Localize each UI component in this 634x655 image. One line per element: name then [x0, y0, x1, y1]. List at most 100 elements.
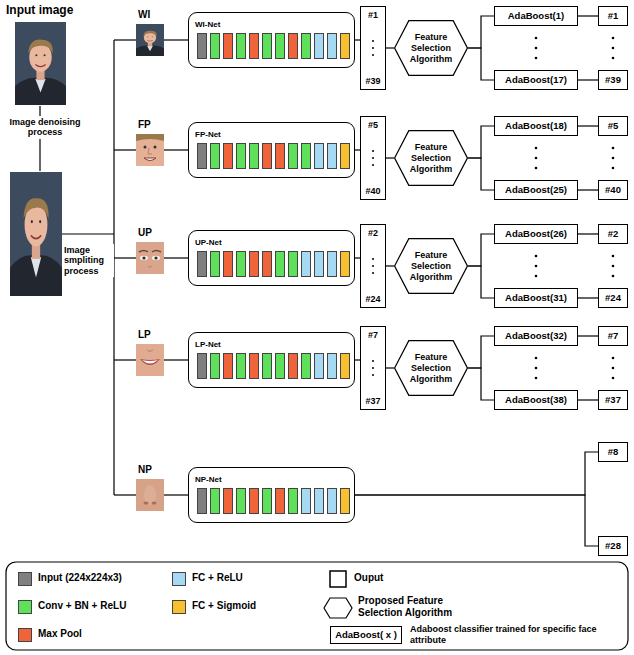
hexagon-outline: [395, 341, 468, 396]
layer-block: [210, 488, 220, 514]
ellipsis-dots: [612, 157, 615, 160]
ellipsis-dots: [535, 265, 538, 268]
classifier-label: AdaBoost( x ): [335, 630, 397, 641]
connector-line: [578, 233, 598, 234]
dot: [372, 164, 374, 166]
output-number: #1: [368, 10, 378, 20]
layer-block: [340, 353, 350, 379]
legend-swatch: [18, 628, 32, 642]
output-number: #2: [368, 228, 378, 238]
classifier-label: AdaBoost(26): [505, 229, 567, 240]
legend-entry: Max Pool: [38, 628, 82, 640]
flow-lines: [114, 257, 136, 258]
output-box: #1: [598, 6, 628, 26]
ellipsis-dots: [535, 367, 538, 370]
layer-block: [288, 353, 298, 379]
flow-lines: [114, 39, 136, 40]
output-number: #37: [365, 396, 380, 406]
layer-block: [197, 251, 207, 277]
layer-block: [314, 33, 324, 59]
adaboost-box: AdaBoost(38): [494, 390, 578, 410]
network-box: UP-Net: [188, 230, 355, 286]
legend-text: Adaboost classifier trained for specific…: [410, 624, 622, 646]
layer-block: [197, 353, 207, 379]
output-number: #5: [608, 121, 619, 132]
layer-block: [223, 251, 233, 277]
process-label: Image denoising process: [4, 116, 86, 139]
classifier-label: AdaBoost(32): [505, 331, 567, 342]
layer-block: [301, 143, 311, 169]
ellipsis-dots: [535, 147, 538, 150]
layer-block: [236, 488, 246, 514]
classifier-label: AdaBoost(17): [505, 75, 567, 86]
layer-block: [249, 33, 259, 59]
ellipsis-dots: [612, 377, 615, 380]
connector-line: [386, 47, 394, 48]
ellipsis-dots: [612, 37, 615, 40]
dot: [372, 272, 374, 274]
adaboost-box: AdaBoost(17): [494, 70, 578, 90]
legend-entry: FC + ReLU: [192, 572, 243, 584]
part-name: LP: [138, 329, 151, 341]
layer-block: [327, 143, 337, 169]
feature-selection-hexagon: Feature Selection Algorithm: [394, 130, 468, 186]
denoised-photo: [10, 172, 62, 296]
connector-line: [578, 79, 598, 80]
layer-block: [327, 488, 337, 514]
connector-line: [468, 368, 494, 400]
dot: [372, 258, 374, 260]
layer-block: [223, 143, 233, 169]
output-number: #39: [605, 75, 621, 86]
layer-block: [249, 143, 259, 169]
connector-line: [386, 367, 394, 368]
ellipsis-dots: [535, 377, 538, 380]
output-number: #24: [365, 294, 380, 304]
output-number: #40: [605, 185, 621, 196]
layer-block: [210, 33, 220, 59]
connector-line: [355, 452, 598, 495]
layer-block: [249, 251, 259, 277]
output-stack: #5#40: [360, 116, 386, 200]
part-name: NP: [138, 464, 152, 476]
ellipsis-dots: [372, 360, 374, 376]
layer-block: [340, 251, 350, 277]
crop-images: [136, 344, 164, 376]
algorithm-label: Feature Selection Algorithm: [402, 32, 460, 65]
layer-block: [210, 143, 220, 169]
hexagon-outline: [395, 21, 468, 76]
hexagon-outline: [395, 131, 468, 186]
connector-line: [578, 189, 598, 190]
network-box: NP-Net: [188, 467, 355, 523]
input-photo: [15, 22, 66, 105]
legend-entry: Proposed Feature Selection Algorithm: [358, 595, 483, 619]
feature-selection-hexagon: Feature Selection Algorithm: [394, 238, 468, 294]
legend-text: Input (224x224x3): [38, 572, 122, 584]
output-box: #37: [598, 390, 628, 410]
layer-block: [327, 251, 337, 277]
algorithm-label: Feature Selection Algorithm: [402, 142, 460, 175]
legend-text: Ouput: [354, 572, 383, 584]
classifier-label: AdaBoost(31): [505, 293, 567, 304]
dot: [372, 157, 374, 159]
ellipsis-dots: [535, 57, 538, 60]
output-number: #28: [605, 541, 621, 552]
algorithm-label: Feature Selection Algorithm: [402, 250, 460, 283]
layer-block: [262, 33, 272, 59]
connector-line: [468, 234, 494, 266]
network-box: WI-Net: [188, 12, 355, 68]
flow-lines: [164, 494, 188, 495]
output-box: #39: [598, 70, 628, 90]
layer-block: [340, 143, 350, 169]
output-box: #7: [598, 326, 628, 346]
flow-lines: [164, 39, 188, 40]
input-title: Input image: [6, 4, 73, 18]
classifier-label: AdaBoost(25): [505, 185, 567, 196]
legend-frame: [6, 562, 628, 650]
dot: [372, 150, 374, 152]
layer-block: [301, 488, 311, 514]
crop-images: [136, 24, 164, 511]
layer-block: [314, 488, 324, 514]
part-name: WI: [138, 9, 150, 21]
network-name: UP-Net: [195, 238, 222, 248]
flow-lines: [62, 233, 114, 234]
